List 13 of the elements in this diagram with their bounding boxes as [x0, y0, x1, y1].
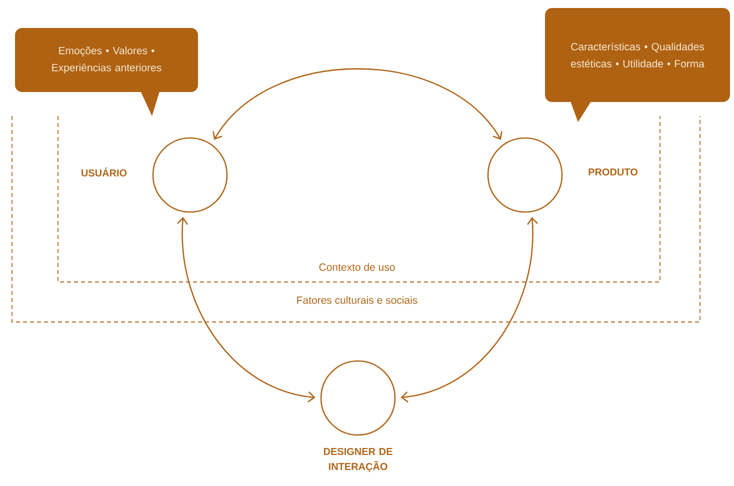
boundary-label: Contexto de uso — [316, 261, 398, 273]
arrow — [400, 217, 538, 402]
boundary-label: Fatores culturais e sociais — [294, 294, 420, 306]
node-label: PRODUTO — [588, 168, 638, 176]
arrow — [176, 217, 316, 402]
speech-bubble: Características • Qualidades estéticas • Utilidade • Forma — [545, 8, 730, 122]
node-label: USUÁRIO — [82, 168, 127, 176]
speech-bubble: Emoções • Valores • Experiências anteriores — [15, 28, 198, 116]
circle — [320, 360, 396, 436]
circle — [487, 137, 563, 213]
circle — [152, 137, 228, 213]
node-label: DESIGNER DE INTERAÇÃO — [324, 448, 392, 472]
arrow — [212, 68, 502, 140]
